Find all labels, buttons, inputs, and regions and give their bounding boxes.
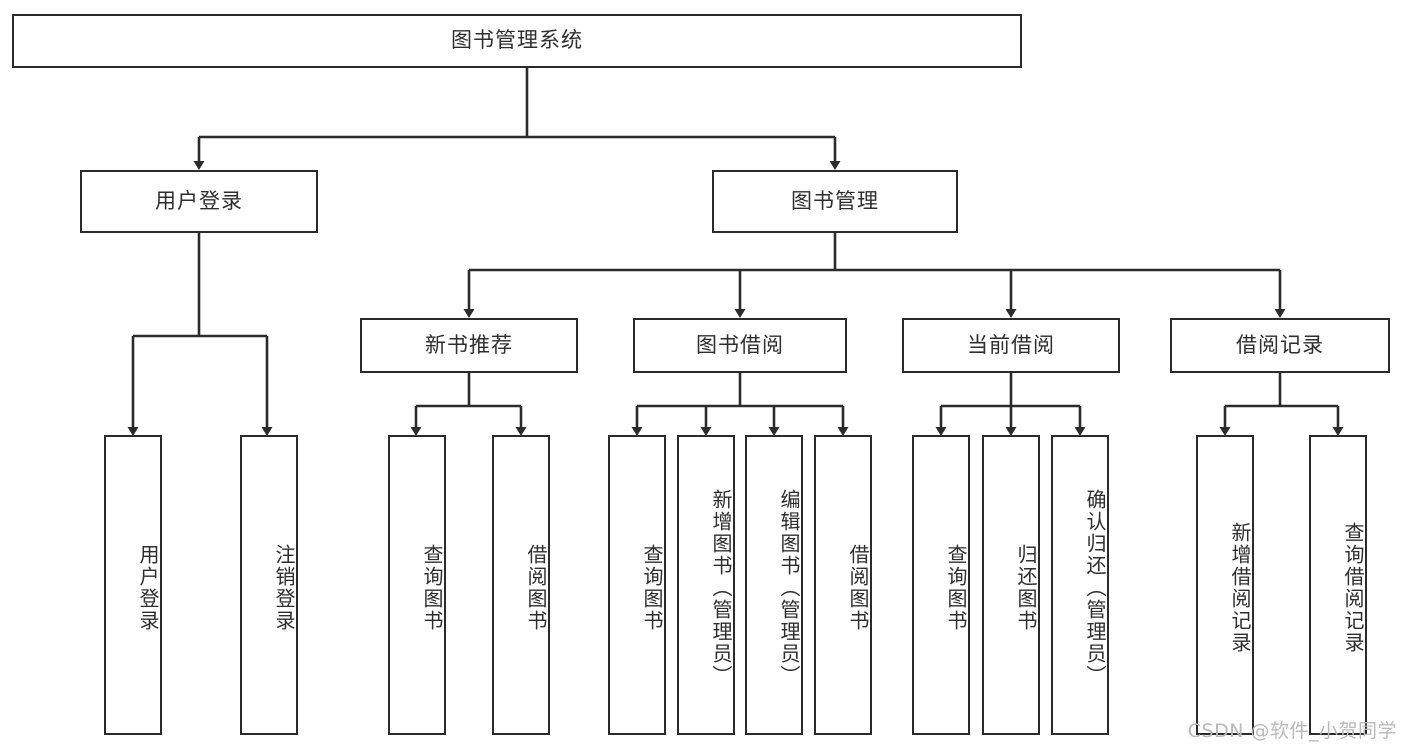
node-leaf-logout[interactable]: 注销登录 bbox=[240, 435, 298, 735]
node-leaf-confirm-return-admin[interactable]: 确认归还（管理员） bbox=[1051, 435, 1109, 735]
node-leaf-query-book-recommend[interactable]: 查询图书 bbox=[388, 435, 446, 735]
node-user-login[interactable]: 用户登录 bbox=[80, 170, 318, 233]
node-leaf-query-book-recommend-label: 查询图书 bbox=[420, 544, 444, 632]
node-new-book-recommend[interactable]: 新书推荐 bbox=[360, 318, 578, 373]
node-leaf-logout-label: 注销登录 bbox=[272, 544, 296, 632]
node-leaf-user-login[interactable]: 用户登录 bbox=[104, 435, 162, 735]
node-leaf-query-borrow-record[interactable]: 查询借阅记录 bbox=[1309, 435, 1367, 735]
node-leaf-return-book-label: 归还图书 bbox=[1014, 544, 1038, 632]
node-leaf-query-book-current-label: 查询图书 bbox=[944, 544, 968, 632]
csdn-watermark: CSDN @软件_小贺同学 bbox=[1187, 720, 1397, 742]
node-current-borrow[interactable]: 当前借阅 bbox=[902, 318, 1120, 373]
node-leaf-edit-book-admin[interactable]: 编辑图书（管理员） bbox=[745, 435, 803, 735]
node-leaf-return-book[interactable]: 归还图书 bbox=[982, 435, 1040, 735]
node-leaf-borrow-book-recommend-label: 借阅图书 bbox=[524, 544, 548, 632]
node-root-system[interactable]: 图书管理系统 bbox=[12, 14, 1022, 68]
node-borrow-record[interactable]: 借阅记录 bbox=[1170, 318, 1390, 373]
node-leaf-add-borrow-record[interactable]: 新增借阅记录 bbox=[1196, 435, 1254, 735]
node-leaf-add-book-admin[interactable]: 新增图书（管理员） bbox=[677, 435, 735, 735]
node-book-borrow[interactable]: 图书借阅 bbox=[633, 318, 847, 373]
node-leaf-query-book-borrow[interactable]: 查询图书 bbox=[608, 435, 666, 735]
node-leaf-borrow-book-borrow[interactable]: 借阅图书 bbox=[814, 435, 872, 735]
node-leaf-query-borrow-record-label: 查询借阅记录 bbox=[1341, 522, 1365, 654]
node-leaf-user-login-label: 用户登录 bbox=[136, 544, 160, 632]
node-leaf-add-book-admin-label: 新增图书（管理员） bbox=[709, 489, 733, 687]
node-leaf-query-book-current[interactable]: 查询图书 bbox=[912, 435, 970, 735]
node-leaf-confirm-return-admin-label: 确认归还（管理员） bbox=[1083, 489, 1107, 687]
node-leaf-add-borrow-record-label: 新增借阅记录 bbox=[1228, 522, 1252, 654]
node-book-manage[interactable]: 图书管理 bbox=[712, 170, 958, 233]
node-leaf-edit-book-admin-label: 编辑图书（管理员） bbox=[777, 489, 801, 687]
node-leaf-query-book-borrow-label: 查询图书 bbox=[640, 544, 664, 632]
node-leaf-borrow-book-borrow-label: 借阅图书 bbox=[846, 544, 870, 632]
node-leaf-borrow-book-recommend[interactable]: 借阅图书 bbox=[492, 435, 550, 735]
